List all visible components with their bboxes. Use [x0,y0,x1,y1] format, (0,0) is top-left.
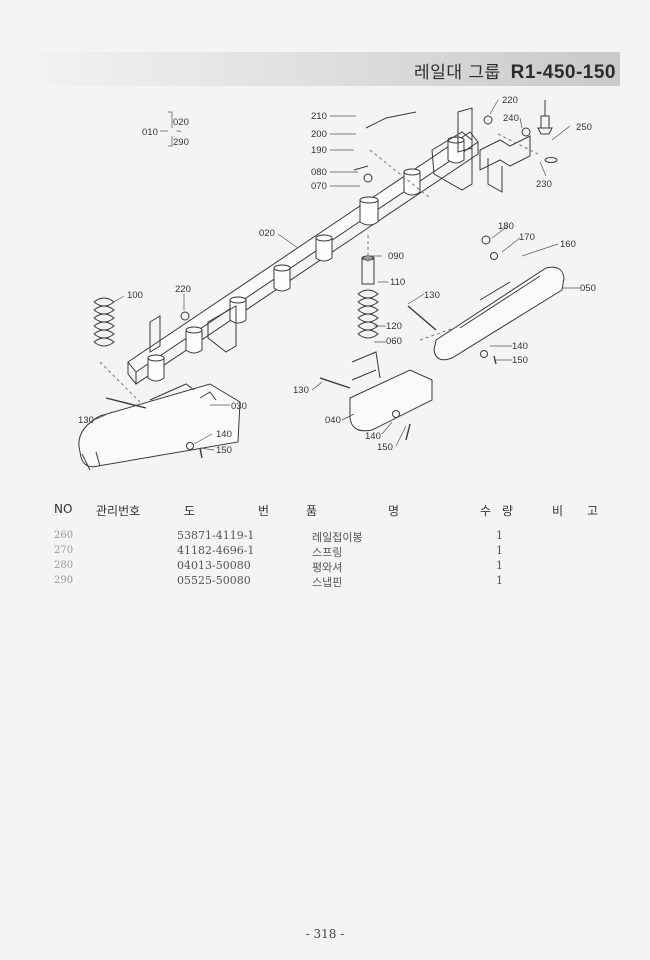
callout-190: 190 [311,145,327,156]
table-row-part-no: 05525-50080 [177,574,251,587]
pins [105,305,497,459]
table-row-name: 평와셔 [312,561,343,574]
part-code: R1-450-150 [510,62,616,83]
rail-brackets [149,305,237,353]
bolt-180 [481,235,491,245]
washer-250 [544,157,558,163]
callout-140-mid: 140 [365,431,381,442]
nut-240 [521,127,531,137]
bolt-220 [483,115,493,125]
callout-110: 110 [390,277,405,288]
col-header-qty-2: 량 [502,504,514,518]
callout-070: 070 [311,181,327,192]
table-row-name: 레일접이봉 [312,531,363,544]
callout-250: 250 [576,122,592,133]
callout-030: 030 [231,401,247,412]
table-row-qty: 1 [496,559,503,572]
callout-140: 140 [512,341,528,352]
washer-140-mid [392,410,400,418]
callout-090: 090 [388,251,404,262]
group-name: 레일대 그룹 [414,63,501,83]
callout-150-mid: 150 [377,442,393,453]
rod-190 [353,111,417,171]
table-row-qty: 1 [496,529,503,542]
col-header-remark-2: 고 [587,504,599,518]
rail-shoe-030 [78,383,241,471]
table-row-no: 290 [54,575,74,586]
header-band [38,52,620,86]
callout-060: 060 [386,336,402,347]
col-header-qty-1: 수 [480,504,492,518]
table-row-qty: 1 [496,544,503,557]
bolt-250 [537,100,553,135]
table-row-no: 270 [54,545,74,556]
callout-150: 150 [512,355,528,366]
callout-200: 200 [311,129,327,140]
bracket-230 [479,135,531,193]
bolt-220-left [180,311,190,321]
col-header-partname-1: 품 [306,504,318,518]
rail-shoe-040 [349,351,433,432]
callout-range-tilde: ~ [176,126,182,137]
callout-050: 050 [580,283,596,294]
table-row-no: 260 [54,530,74,541]
table-row-part-no: 53871-4119-1 [177,529,255,542]
callout-080: 080 [311,167,327,178]
washer-140 [480,350,488,358]
washer-070 [363,173,373,183]
table-row-part-no: 41182-4696-1 [177,544,255,557]
rail-shoe-050 [433,266,565,361]
washer-170 [490,252,498,260]
col-header-partname-2: 명 [388,504,400,518]
table-row-part-no: 04013-50080 [177,559,251,572]
callout-140-left: 140 [216,429,232,440]
page-title: 레일대 그룹 R1-450-150 [414,58,616,84]
callout-230: 230 [536,179,552,190]
col-header-drawing-2: 번 [258,504,270,518]
exploded-parts-diagram: 010 020 ~ 290 210 200 190 080 070 220 24… [78,95,596,471]
col-header-no: NO [54,502,73,516]
callout-220-left: 220 [175,284,191,295]
col-header-management-no: 관리번호 [96,504,141,518]
callout-180: 180 [498,221,514,232]
callout-040: 040 [325,415,341,426]
rail-posts [147,136,465,382]
main-rail-bar [127,131,479,385]
table-row-name: 스프링 [312,546,343,559]
assembly-guide-lines [99,133,539,403]
col-header-remark-1: 비 [552,504,564,518]
callout-130: 130 [424,290,440,301]
callout-leaders [93,99,580,451]
callout-100: 100 [127,290,143,301]
callout-240: 240 [503,113,519,124]
callout-130-mid: 130 [293,385,309,396]
col-header-drawing-1: 도 [184,504,196,518]
page-number: - 318 - [305,927,345,941]
callout-290-range-end: 290 [173,137,189,148]
table-row-name: 스냅핀 [312,576,343,589]
table-row-qty: 1 [496,574,503,587]
callout-020-range-start: 020 [173,117,189,128]
callout-010: 010 [142,127,158,138]
callout-020: 020 [259,228,275,239]
callout-160: 160 [560,239,576,250]
post-090 [361,257,375,285]
rail-end-bracket [431,107,473,191]
callout-130-left: 130 [78,415,94,426]
callout-220: 220 [502,95,518,106]
spring-100 [93,297,115,347]
callout-120: 120 [386,321,402,332]
callout-210: 210 [311,111,327,122]
spring-110 [357,289,379,339]
washer-140-left [186,442,194,450]
callout-150-left: 150 [216,445,232,456]
callout-170: 170 [519,232,535,243]
table-row-no: 280 [54,560,74,571]
